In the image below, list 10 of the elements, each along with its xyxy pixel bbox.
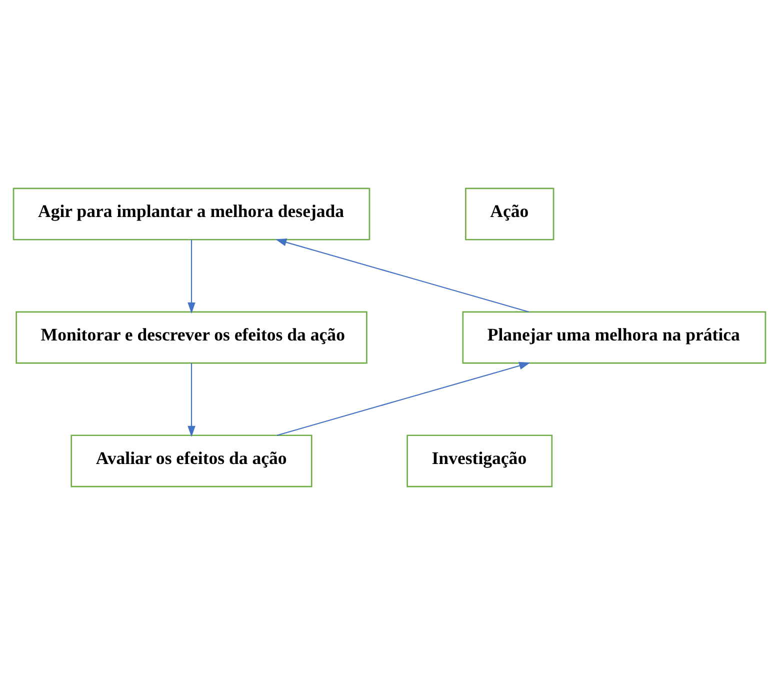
node-box: Planejar uma melhora na prática bbox=[462, 311, 766, 364]
arrow bbox=[274, 238, 528, 312]
arrow bbox=[187, 240, 195, 314]
node-box: Monitorar e descrever os efeitos da ação bbox=[15, 311, 367, 364]
node-box: Ação bbox=[464, 188, 554, 240]
node-box: Avaliar os efeitos da ação bbox=[70, 434, 312, 488]
node-box: Agir para implantar a melhora desejada bbox=[12, 188, 370, 240]
arrow bbox=[187, 363, 195, 438]
arrow bbox=[276, 362, 530, 436]
node-box: Investigação bbox=[406, 434, 552, 488]
